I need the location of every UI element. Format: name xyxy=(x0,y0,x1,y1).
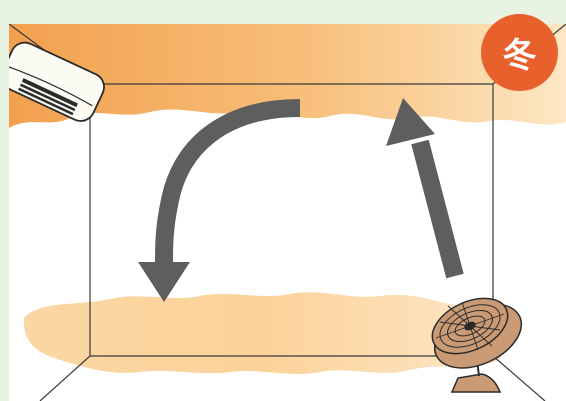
frame-top-band xyxy=(0,0,566,24)
season-badge: 冬 xyxy=(481,14,558,91)
warm-air-floor xyxy=(24,292,500,374)
season-badge-label: 冬 xyxy=(503,28,537,77)
frame-left-band xyxy=(0,0,9,401)
